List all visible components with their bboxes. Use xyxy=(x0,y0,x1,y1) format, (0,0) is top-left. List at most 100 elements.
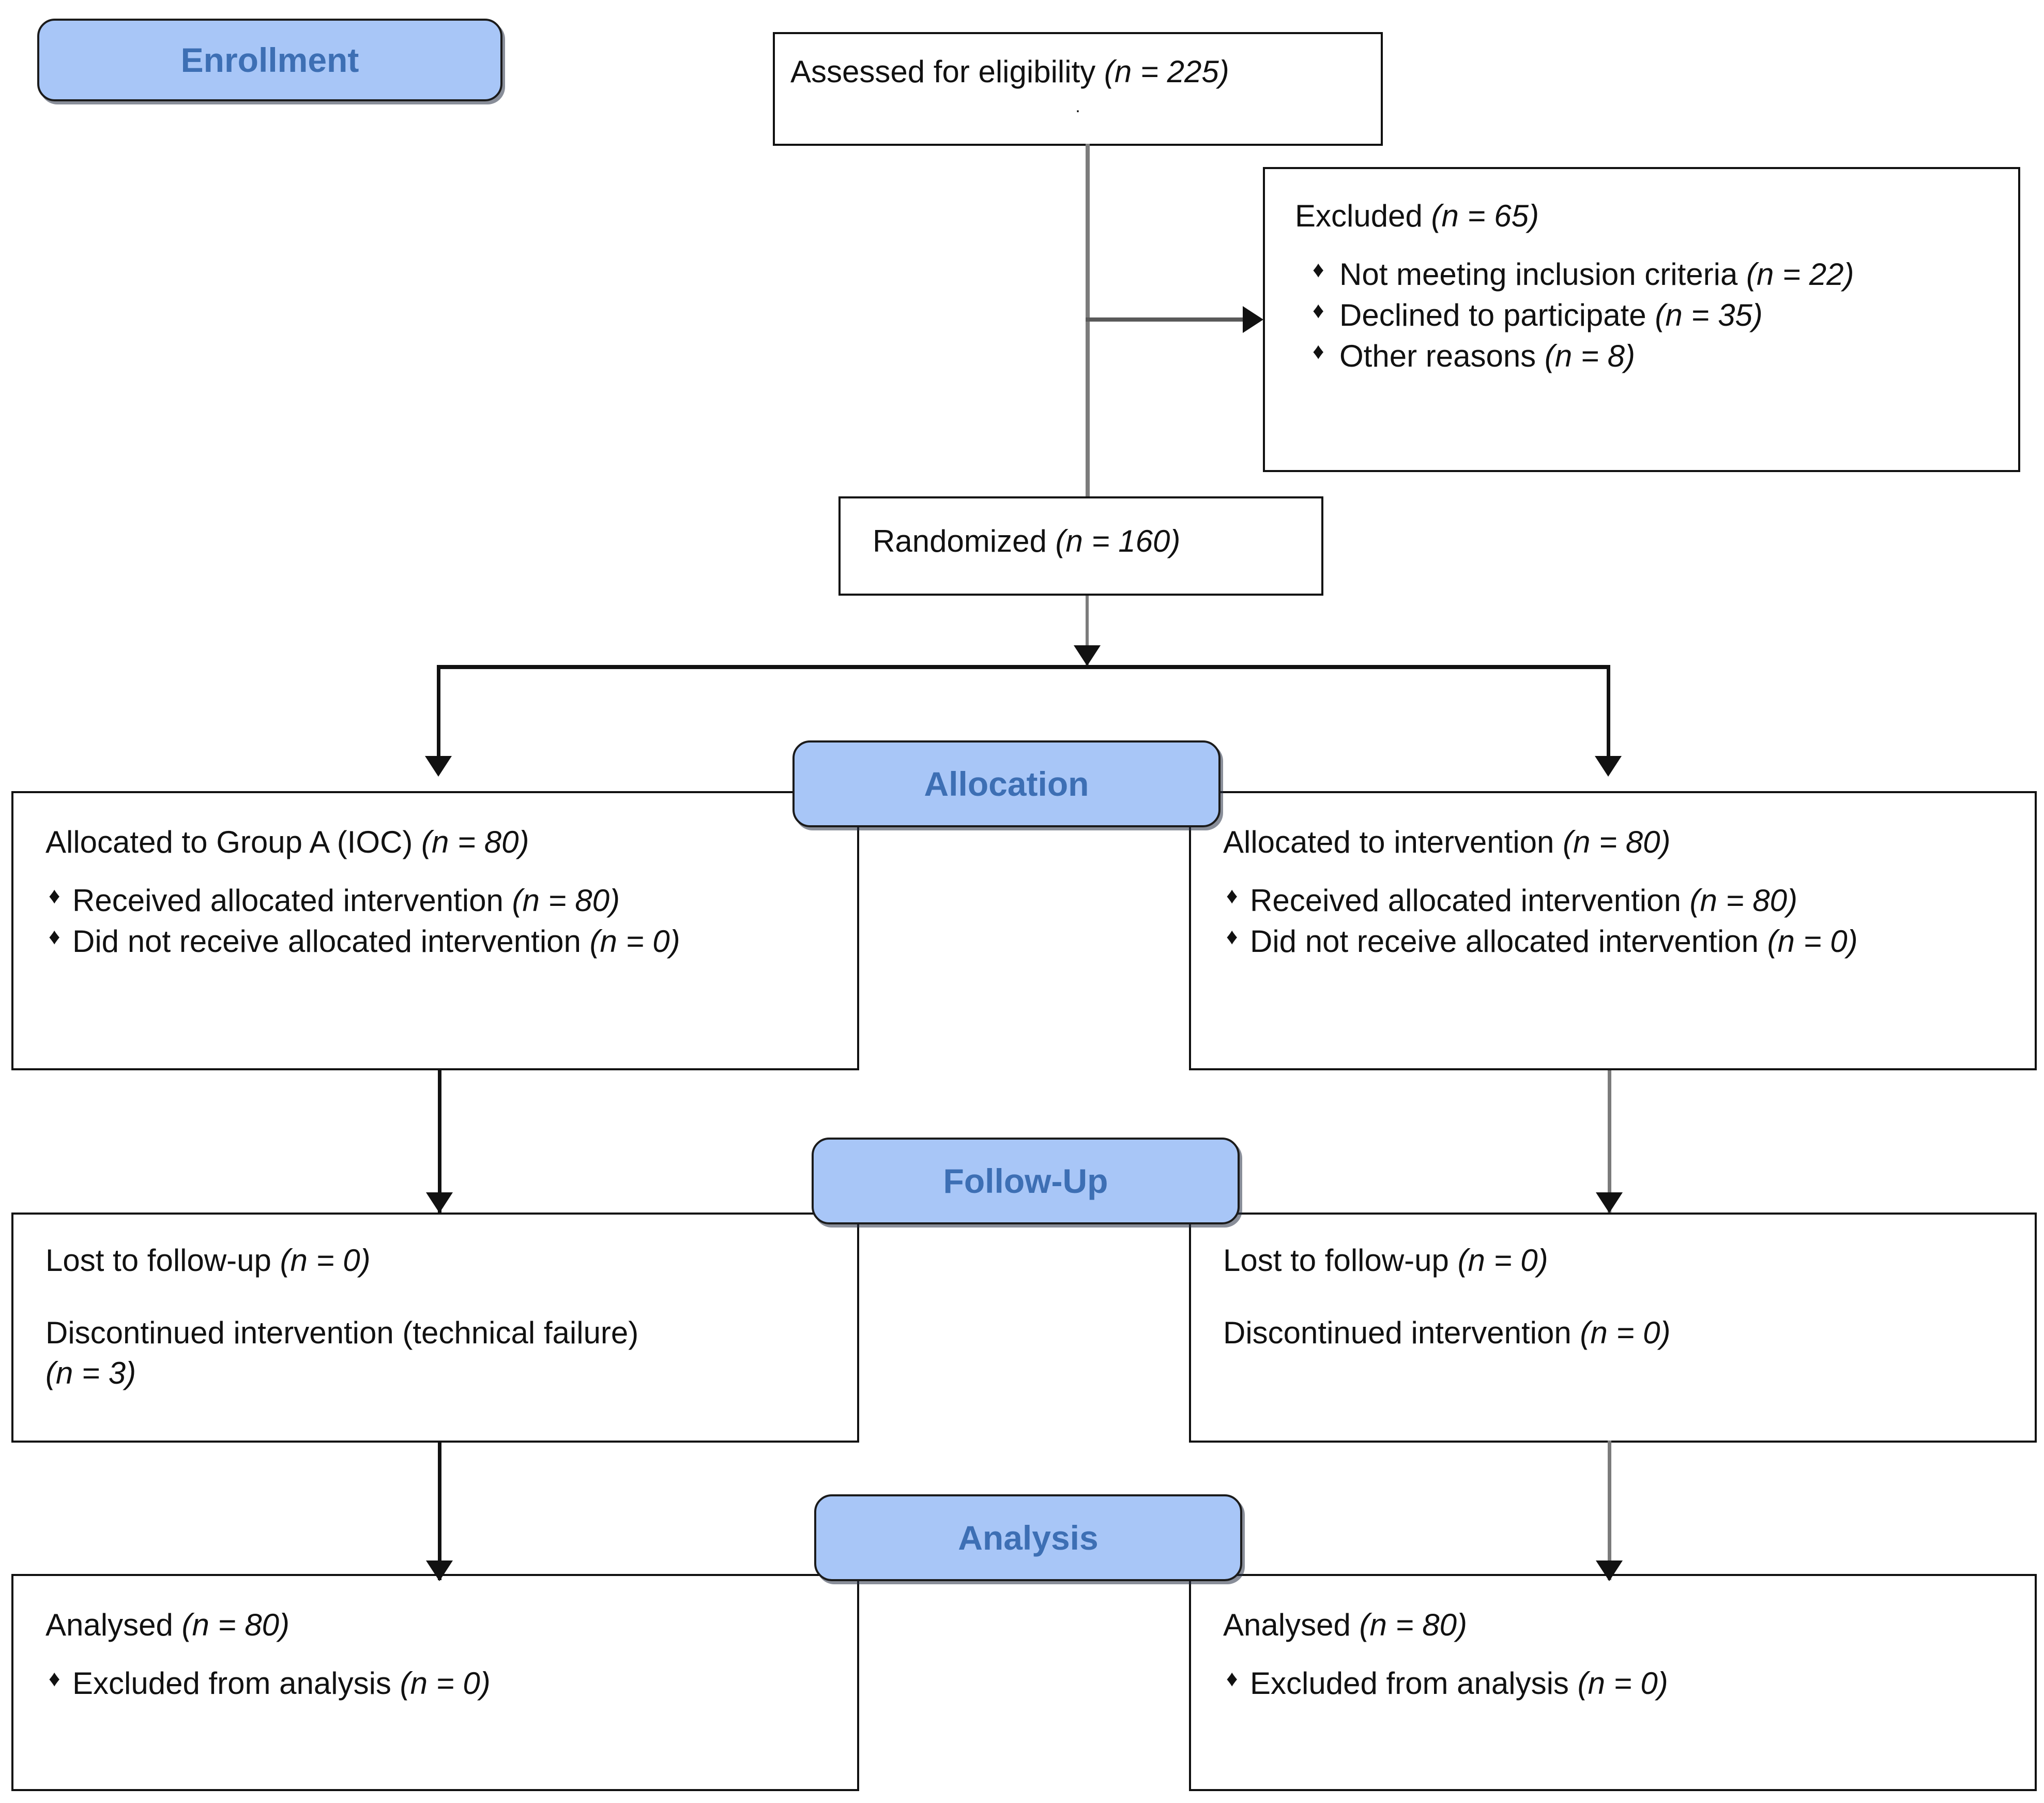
allocation-left-list: ♦ Received allocated intervention (n = 8… xyxy=(45,880,842,962)
allocation-left-item-label: Did not receive allocated intervention xyxy=(72,924,590,959)
diamond-bullet-icon: ♦ xyxy=(49,1666,60,1691)
excluded-heading-label: Excluded xyxy=(1295,199,1431,233)
excluded-reason-label: Not meeting inclusion criteria xyxy=(1339,257,1747,292)
connector-split-bar xyxy=(437,665,1610,669)
list-item: ♦ Other reasons (n = 8) xyxy=(1295,336,2003,376)
excluded-reason-count: (n = 8) xyxy=(1544,339,1635,374)
allocation-right-item-label: Received allocated intervention xyxy=(1250,883,1690,918)
list-item: ♦ Excluded from analysis (n = 0) xyxy=(45,1663,842,1704)
box-allocation-right: Allocated to intervention (n = 80) ♦ Rec… xyxy=(1189,791,2037,1070)
diamond-bullet-icon: ♦ xyxy=(1313,339,1324,365)
arrowhead-to-excluded xyxy=(1243,306,1263,333)
diamond-bullet-icon: ♦ xyxy=(49,883,60,908)
arrowhead-followup-right xyxy=(1596,1192,1623,1213)
connector-followup-to-analysis-right xyxy=(1608,1441,1611,1580)
randomized-label: Randomized xyxy=(873,524,1056,558)
allocation-left-item-label: Received allocated intervention xyxy=(72,883,512,918)
followup-left-disc-count: (n = 3) xyxy=(45,1356,136,1390)
followup-left-lost: Lost to follow-up (n = 0) xyxy=(45,1240,842,1281)
connector-randomized-down xyxy=(1086,596,1089,668)
analysis-right-heading-label: Analysed xyxy=(1223,1608,1360,1642)
list-item: ♦ Did not receive allocated intervention… xyxy=(45,921,842,962)
analysis-right-heading: Analysed (n = 80) xyxy=(1223,1605,2019,1645)
excluded-heading: Excluded (n = 65) xyxy=(1295,196,2003,236)
arrowhead-alloc-right xyxy=(1595,756,1622,777)
stage-badge-followup-label: Follow-Up xyxy=(943,1162,1108,1200)
diamond-bullet-icon: ♦ xyxy=(49,924,60,950)
allocation-right-heading-label: Allocated to intervention xyxy=(1223,825,1563,859)
diamond-bullet-icon: ♦ xyxy=(1313,298,1324,324)
assessed-label: Assessed for eligibility xyxy=(790,54,1104,89)
stage-badge-allocation-label: Allocation xyxy=(924,765,1089,803)
box-excluded: Excluded (n = 65) ♦ Not meeting inclusio… xyxy=(1263,167,2020,472)
list-item: ♦ Declined to participate (n = 35) xyxy=(1295,295,2003,336)
randomized-line: Randomized (n = 160) xyxy=(873,521,1306,562)
followup-right-disc-label: Discontinued intervention xyxy=(1223,1315,1580,1350)
excluded-reason-label: Other reasons xyxy=(1339,339,1545,374)
assessed-line: Assessed for eligibility (n = 225) xyxy=(790,52,1365,92)
arrowhead-analysis-left xyxy=(426,1560,453,1581)
box-analysis-right: Analysed (n = 80) ♦ Excluded from analys… xyxy=(1189,1574,2037,1791)
list-item: ♦ Did not receive allocated intervention… xyxy=(1223,921,2019,962)
analysis-right-heading-count: (n = 80) xyxy=(1359,1608,1467,1642)
excluded-reason-count: (n = 35) xyxy=(1655,298,1763,333)
diamond-bullet-icon: ♦ xyxy=(1313,257,1324,282)
allocation-left-heading-count: (n = 80) xyxy=(421,825,529,859)
assessed-count: (n = 225) xyxy=(1104,54,1229,89)
arrowhead-followup-left xyxy=(426,1192,453,1213)
connector-assessed-to-excluded xyxy=(1086,317,1256,322)
assessed-stray-mark: . xyxy=(1075,97,1080,116)
analysis-right-list: ♦ Excluded from analysis (n = 0) xyxy=(1223,1663,2019,1704)
allocation-right-heading-count: (n = 80) xyxy=(1563,825,1671,859)
analysis-left-heading-label: Analysed xyxy=(45,1608,182,1642)
list-item: ♦ Excluded from analysis (n = 0) xyxy=(1223,1663,2019,1704)
list-item: ♦ Received allocated intervention (n = 8… xyxy=(1223,880,2019,921)
followup-right-disc: Discontinued intervention (n = 0) xyxy=(1223,1313,2019,1353)
followup-left-disc-label: Discontinued intervention (technical fai… xyxy=(45,1315,639,1350)
allocation-left-item-count: (n = 80) xyxy=(512,883,620,918)
connector-split-right-arm xyxy=(1607,665,1610,769)
excluded-heading-count: (n = 65) xyxy=(1431,199,1539,233)
list-item: ♦ Not meeting inclusion criteria (n = 22… xyxy=(1295,254,2003,295)
arrowhead-alloc-left xyxy=(425,756,452,777)
analysis-left-item-count: (n = 0) xyxy=(400,1666,491,1701)
followup-left-lost-label: Lost to follow-up xyxy=(45,1243,280,1278)
allocation-right-list: ♦ Received allocated intervention (n = 8… xyxy=(1223,880,2019,962)
allocation-right-item-count: (n = 0) xyxy=(1767,924,1858,959)
stage-badge-allocation: Allocation xyxy=(792,740,1221,827)
stage-badge-enrollment: Enrollment xyxy=(37,19,502,101)
box-followup-left: Lost to follow-up (n = 0) Discontinued i… xyxy=(11,1213,859,1443)
followup-left-lost-count: (n = 0) xyxy=(280,1243,371,1278)
followup-right-lost-label: Lost to follow-up xyxy=(1223,1243,1458,1278)
allocation-right-item-label: Did not receive allocated intervention xyxy=(1250,924,1767,959)
stage-badge-enrollment-label: Enrollment xyxy=(180,41,359,79)
box-allocation-left: Allocated to Group A (IOC) (n = 80) ♦ Re… xyxy=(11,791,859,1070)
randomized-count: (n = 160) xyxy=(1055,524,1181,558)
followup-right-lost: Lost to follow-up (n = 0) xyxy=(1223,1240,2019,1281)
excluded-reason-label: Declined to participate xyxy=(1339,298,1655,333)
arrowhead-analysis-right xyxy=(1596,1560,1623,1581)
allocation-left-item-count: (n = 0) xyxy=(589,924,680,959)
diamond-bullet-icon: ♦ xyxy=(1226,924,1238,950)
box-randomized: Randomized (n = 160) xyxy=(838,496,1323,596)
connector-followup-to-analysis-left xyxy=(438,1441,441,1580)
box-assessed-for-eligibility: Assessed for eligibility (n = 225) . xyxy=(773,32,1383,146)
allocation-left-heading-label: Allocated to Group A (IOC) xyxy=(45,825,422,859)
allocation-left-heading: Allocated to Group A (IOC) (n = 80) xyxy=(45,822,842,862)
analysis-right-item-label: Excluded from analysis xyxy=(1250,1666,1578,1701)
stage-badge-analysis: Analysis xyxy=(814,1494,1242,1581)
allocation-right-heading: Allocated to intervention (n = 80) xyxy=(1223,822,2019,862)
analysis-left-heading-count: (n = 80) xyxy=(181,1608,289,1642)
box-analysis-left: Analysed (n = 80) ♦ Excluded from analys… xyxy=(11,1574,859,1791)
diamond-bullet-icon: ♦ xyxy=(1226,883,1238,908)
allocation-right-item-count: (n = 80) xyxy=(1689,883,1797,918)
excluded-reason-list: ♦ Not meeting inclusion criteria (n = 22… xyxy=(1295,254,2003,377)
analysis-left-item-label: Excluded from analysis xyxy=(72,1666,400,1701)
stage-badge-followup: Follow-Up xyxy=(812,1138,1240,1224)
arrowhead-randomized-down xyxy=(1074,645,1101,666)
connector-alloc-to-followup-right xyxy=(1608,1070,1611,1213)
followup-right-lost-count: (n = 0) xyxy=(1457,1243,1548,1278)
followup-right-disc-count: (n = 0) xyxy=(1580,1315,1671,1350)
analysis-right-item-count: (n = 0) xyxy=(1577,1666,1668,1701)
